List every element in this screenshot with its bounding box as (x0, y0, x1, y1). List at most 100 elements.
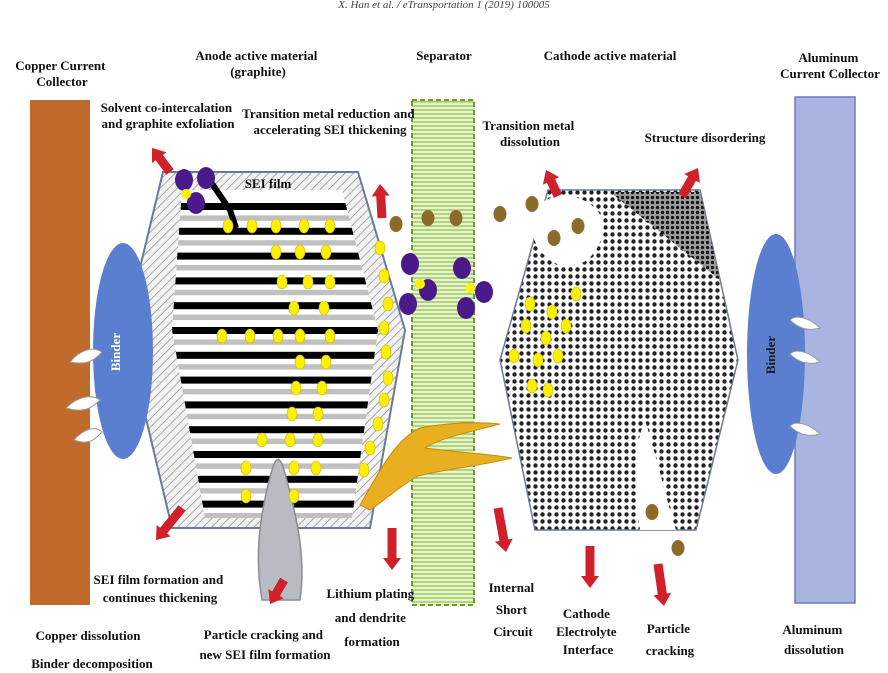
lithium-ion-icon (240, 488, 252, 504)
lithium-ion-icon (382, 370, 394, 386)
cathode-binder (747, 234, 805, 474)
lithium-ion-icon (560, 318, 572, 334)
lithium-ion-icon (320, 354, 332, 370)
labels: Copper Current Collector Anode active ma… (15, 48, 880, 671)
label-particle-cracking-cathode: Particle cracking (646, 621, 695, 658)
transition-metal-ion-icon (547, 230, 561, 246)
lithium-ion-icon (284, 432, 296, 448)
transition-metal-ion-icon (457, 297, 475, 319)
cathode-disordered-region (610, 192, 720, 280)
cathode-dissolution-void (530, 195, 604, 267)
transition-metal-ion-icon (187, 192, 205, 214)
transition-metal-ions (175, 167, 685, 556)
transition-metal-ion-icon (175, 169, 193, 191)
degradation-arrows (152, 148, 700, 606)
lithium-ion-icon (382, 296, 394, 312)
label-tm-dissolution: Transition metal dissolution (482, 118, 577, 149)
graphite-layer-light (172, 438, 378, 444)
label-cei: Cathode Electrolyte Interface (556, 606, 620, 657)
lithium-ion-icon (380, 344, 392, 360)
cathode-particle (499, 189, 739, 531)
lithium-ion-icon (288, 488, 300, 504)
lithium-ion-icon (312, 406, 324, 422)
label-structure-disordering: Structure disordering (645, 130, 766, 145)
lithium-ion-icon (270, 218, 282, 234)
lithium-ion-icon (276, 274, 288, 290)
lithium-ion-icon (290, 380, 302, 396)
transition-metal-ion-icon (671, 540, 685, 556)
cathode-binder-decomposition (789, 316, 821, 436)
lithium-ion-icon (240, 460, 252, 476)
label-solvent-cointercalation: Solvent co-intercalation and graphite ex… (101, 100, 236, 131)
lithium-ion-icon (526, 378, 538, 394)
lithium-ion-icon (324, 218, 336, 234)
label-aluminum-dissolution: Aluminum dissolution (782, 622, 845, 657)
lithium-ion-icon (372, 416, 384, 432)
transition-metal-ion-icon (571, 218, 585, 234)
cathode-particle-crack (635, 420, 676, 530)
lithium-ion-icon (570, 286, 582, 302)
transition-metal-ion-icon (493, 206, 507, 222)
separator (411, 99, 475, 606)
lithium-ion-icon (272, 328, 284, 344)
lithium-ion-icon (532, 352, 544, 368)
label-lithium-plating: Lithium plating and dendrite formation (326, 586, 417, 649)
lithium-ion-icon (524, 296, 536, 312)
arrow-icon (268, 577, 288, 604)
anode-particle-crack (257, 458, 303, 601)
graphite-layer-light (172, 215, 378, 221)
transition-metal-ion-icon (399, 293, 417, 315)
lithium-ion-icon (364, 440, 376, 456)
graphite-layer-light (172, 314, 378, 320)
label-binder-decomposition: Binder decomposition (31, 656, 153, 671)
transition-metal-ion-icon (525, 196, 539, 212)
arrow-icon (156, 505, 186, 540)
lithium-ions (216, 218, 582, 504)
graphite-layer-light (172, 289, 378, 296)
lithium-ion-icon (320, 244, 332, 260)
label-anode-material: Anode active material (graphite) (195, 48, 320, 79)
graphite-layer-dark (172, 376, 378, 384)
lithium-ion-icon (374, 240, 386, 256)
lithium-ion-icon (310, 460, 322, 476)
lithium-ion-icon (256, 432, 268, 448)
graphite-layer-light (172, 265, 378, 271)
graphite-layer-light (172, 389, 378, 395)
label-aluminum-collector: Aluminum Current Collector (780, 50, 880, 81)
lithium-ion-icon (378, 268, 390, 284)
lithium-ion-icon (222, 218, 234, 234)
lithium-ion-icon (246, 218, 258, 234)
lithium-ion-icon (324, 328, 336, 344)
graphite-layer-dark (172, 351, 378, 359)
label-cathode-material: Cathode active material (544, 48, 677, 63)
graphite-layer-dark (172, 302, 378, 310)
arrow-icon (152, 148, 174, 175)
transition-metal-ion-icon (421, 210, 435, 226)
graphite-layer-dark (172, 426, 378, 434)
label-copper-dissolution: Copper dissolution (36, 628, 142, 643)
lithium-ion-icon (546, 304, 558, 320)
lithium-dendrite (359, 422, 513, 511)
label-particle-cracking-anode: Particle cracking and new SEI film forma… (199, 627, 331, 662)
lithium-ion-icon (298, 218, 310, 234)
lithium-ion-icon (415, 279, 425, 289)
lithium-ion-icon (552, 348, 564, 364)
lithium-ion-icon (294, 354, 306, 370)
arrow-icon (653, 563, 672, 606)
cathode-binder-label: Binder (763, 336, 778, 375)
transition-metal-ion-icon (645, 504, 659, 520)
lithium-ion-icon (318, 300, 330, 316)
label-copper-collector: Copper Current Collector (15, 58, 108, 89)
arrow-icon (371, 184, 390, 219)
graphite-layer-light (172, 240, 378, 246)
graphite-layer-dark (172, 203, 378, 210)
lithium-ion-icon (324, 274, 336, 290)
transition-metal-ion-icon (389, 216, 403, 232)
page-header: X. Han et al. / eTransportation 1 (2019)… (337, 0, 550, 11)
lithium-ion-icon (540, 330, 552, 346)
lithium-ion-icon (244, 328, 256, 344)
anode-binder-decomposition (65, 348, 103, 443)
arrow-icon (678, 168, 700, 199)
lithium-ion-icon (312, 432, 324, 448)
